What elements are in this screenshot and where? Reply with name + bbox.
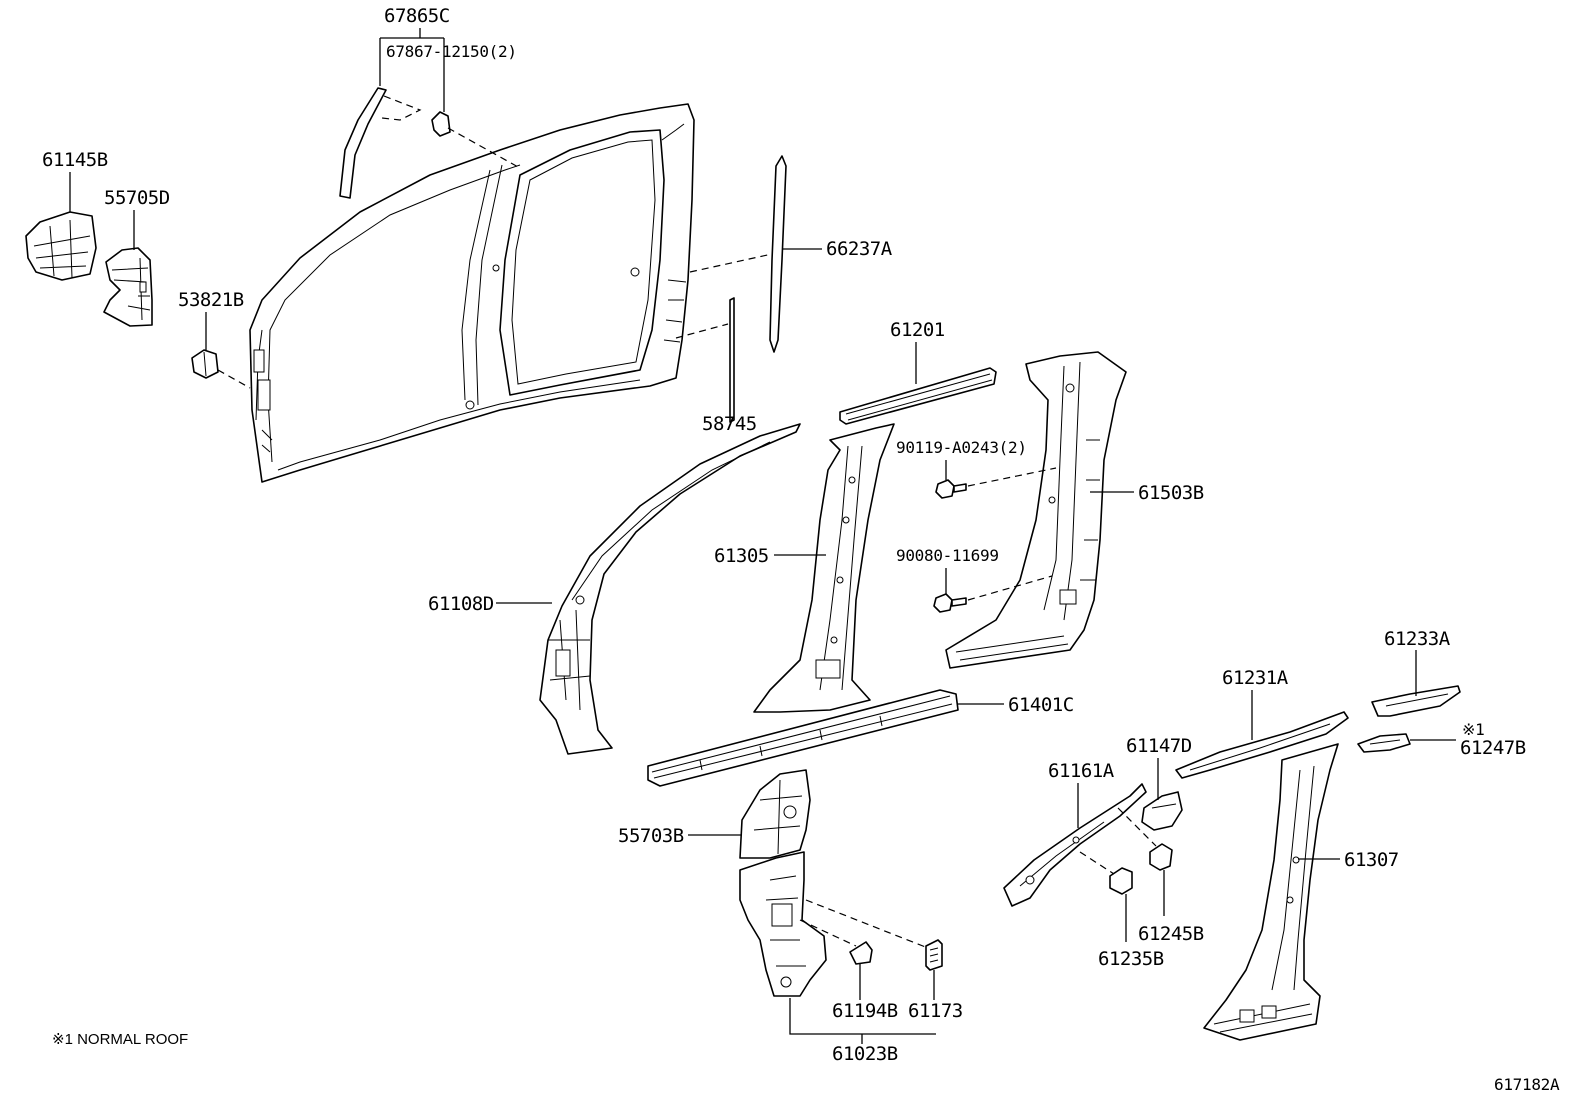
part-61401C — [647, 689, 959, 787]
label-61231A: 61231A — [1222, 667, 1289, 689]
label-67865C: 67865C — [384, 5, 450, 27]
part-61231A — [1175, 711, 1349, 779]
part-55705D — [103, 247, 153, 327]
label-90119-A0243: 90119-A0243(2) — [896, 438, 1027, 457]
label-61194B: 61194B — [832, 1000, 898, 1022]
leader-67865C — [379, 28, 445, 112]
label-61173: 61173 — [908, 1000, 963, 1022]
part-61305 — [753, 423, 895, 713]
part-61307 — [1203, 743, 1339, 1041]
part-61233A — [1371, 685, 1461, 717]
label-90080-11699: 90080-11699 — [896, 546, 999, 565]
part-61503B — [945, 351, 1127, 669]
label-61233A: 61233A — [1384, 628, 1451, 650]
side-outer-panel — [249, 103, 695, 483]
label-61247B-mark: ※1 — [1462, 720, 1484, 739]
label-61147D: 61147D — [1126, 735, 1192, 757]
part-61145B — [25, 211, 97, 281]
part-90080-bolt — [933, 575, 1053, 613]
part-53821B — [191, 349, 251, 389]
part-58745 — [675, 297, 735, 423]
label-61145B: 61145B — [42, 149, 108, 171]
part-66237A — [689, 155, 787, 353]
label-61201: 61201 — [890, 319, 945, 341]
label-61247B: 61247B — [1460, 737, 1526, 759]
label-58745: 58745 — [702, 413, 757, 435]
label-53821B: 53821B — [178, 289, 244, 311]
label-66237A: 66237A — [826, 238, 893, 260]
part-55703B — [739, 769, 811, 859]
part-61173 — [925, 939, 943, 971]
part-61245B — [1117, 807, 1173, 871]
label-61161A: 61161A — [1048, 760, 1115, 782]
part-61235B — [1079, 851, 1133, 895]
label-67867-12150: 67867-12150(2) — [386, 42, 517, 61]
label-61245B: 61245B — [1138, 923, 1204, 945]
diagram-id: 617182A — [1494, 1075, 1560, 1094]
label-61023B: 61023B — [832, 1043, 898, 1065]
label-61108D: 61108D — [428, 593, 494, 615]
part-61161A — [1003, 783, 1147, 907]
part-61023B — [739, 851, 929, 997]
leader-61023B — [789, 998, 936, 1044]
part-61108D — [539, 423, 801, 755]
label-61401C: 61401C — [1008, 694, 1074, 716]
label-61305: 61305 — [714, 545, 769, 567]
footnote-normal-roof: ※1 NORMAL ROOF — [52, 1031, 188, 1048]
part-90119-bolt — [935, 467, 1057, 499]
part-61201 — [839, 367, 997, 425]
label-61235B: 61235B — [1098, 948, 1164, 970]
label-61503B: 61503B — [1138, 482, 1204, 504]
label-55703B: 55703B — [618, 825, 684, 847]
label-55705D: 55705D — [104, 187, 170, 209]
part-61147D — [1141, 791, 1183, 831]
part-61247B — [1357, 733, 1411, 753]
part-61194B — [849, 941, 873, 965]
part-67865C-weatherstrip — [339, 87, 521, 199]
label-61307: 61307 — [1344, 849, 1399, 871]
